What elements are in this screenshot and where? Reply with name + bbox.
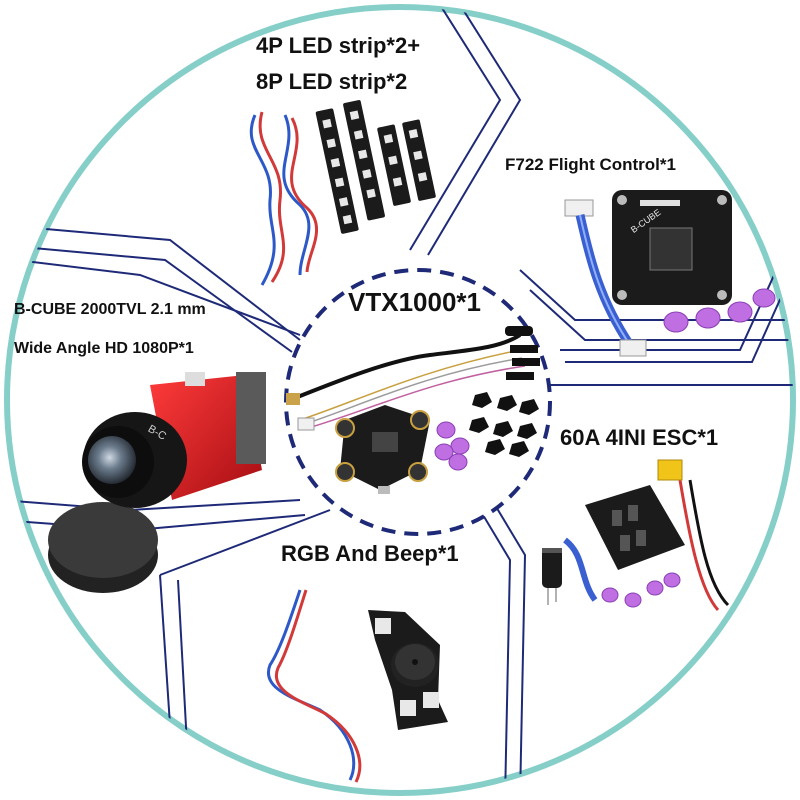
flight-controller-cable — [564, 199, 647, 357]
camera-label-line1: B-CUBE 2000TVL 2.1 mm — [14, 301, 206, 318]
camera-label-line2: Wide Angle HD 1080P*1 — [14, 340, 194, 357]
flight-control-label: F722 Flight Control*1 — [505, 155, 676, 174]
esc-power-leads — [657, 459, 730, 612]
esc-board — [585, 485, 685, 570]
camera-lens: B-C — [82, 412, 187, 508]
vtx-signal-wires — [297, 345, 540, 431]
silicone-grommets-vtx — [434, 421, 470, 471]
silicone-grommets-fc — [663, 288, 776, 333]
flight-controller-board: B-CUBE — [612, 190, 732, 305]
led-strip-label-line1: 4P LED strip*2+ — [256, 33, 421, 58]
vtx-board — [335, 405, 430, 494]
capacitor — [542, 548, 562, 605]
rgb-beep-label: RGB And Beep*1 — [281, 541, 459, 566]
led-strip-wires — [249, 111, 319, 286]
led-strip-boards — [315, 100, 436, 234]
led-strip-label-line2: 8P LED strip*2 — [256, 69, 408, 94]
esc-label: 60A 4INI ESC*1 — [560, 425, 719, 450]
buzzer — [391, 643, 439, 687]
camera-base-cap — [48, 502, 158, 593]
nylon-standoffs — [469, 392, 539, 457]
esc-signal-cable — [563, 537, 598, 602]
silicone-grommets-esc — [601, 572, 681, 608]
rgb-beep-wires — [266, 589, 362, 783]
vtx-label: VTX1000*1 — [348, 287, 481, 317]
vtx-antenna-cable — [286, 326, 533, 405]
